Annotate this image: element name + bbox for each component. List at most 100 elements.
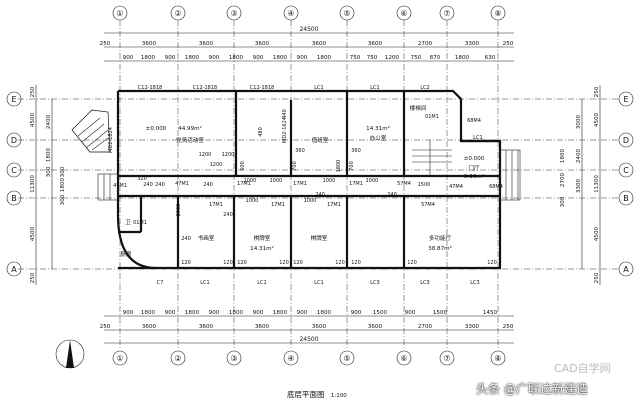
dim-right-misc: 300: [560, 196, 566, 207]
svg-text:1200: 1200: [199, 152, 212, 158]
room-name: 多功能厅: [429, 234, 452, 242]
dim-top-span: 3600: [312, 41, 327, 47]
window-tag: LC2: [420, 85, 429, 91]
dim-left-inner: 1800: [60, 177, 66, 192]
door-tag: 47M1: [175, 181, 189, 187]
door-tag: 17M1: [349, 181, 363, 187]
dim-top-detail: 750: [411, 55, 422, 61]
grid-label: ④: [287, 354, 294, 363]
svg-text:240: 240: [143, 182, 153, 188]
dim-top-detail: 750: [350, 55, 361, 61]
door-tag: 17M1: [209, 202, 223, 208]
window-tag: LC3: [470, 280, 479, 286]
window-labels: C12-1818 C12-1818 C12-1818 LC1 LC1 LC2 L…: [138, 85, 483, 286]
svg-text:360: 360: [295, 148, 305, 154]
dim-bottom-detail: 1800: [185, 310, 200, 316]
room-name: 棋牌室: [311, 234, 328, 242]
door-tag: 01M1: [133, 220, 147, 226]
grid-label: ①: [116, 354, 123, 363]
dim-bottom-span: 3300: [465, 324, 480, 330]
dim-bottom-detail: 900: [405, 310, 416, 316]
dim-bottom-span: 3600: [199, 324, 214, 330]
window-tag: LC1: [370, 85, 379, 91]
svg-text:120: 120: [335, 260, 345, 266]
room-area: 9.36m²: [464, 173, 484, 180]
door-tag: MD2-1824: [108, 127, 114, 153]
window-tag: LC3: [370, 280, 379, 286]
dim-top-detail: 900: [165, 55, 176, 61]
svg-text:480: 480: [258, 127, 264, 137]
window-tag: LC1: [314, 85, 323, 91]
dim-top-detail: 900: [209, 55, 220, 61]
room-name: 门厅: [468, 164, 480, 172]
elevation-mark: ±0.000: [146, 126, 167, 132]
grid-label: ①: [116, 9, 123, 18]
grid-label: ②: [174, 354, 181, 363]
stair-hatch: [71, 109, 452, 176]
grid-bubbles-right: E D C B A: [618, 91, 634, 277]
grid-label: ④: [287, 9, 294, 18]
dim-top-span: 3600: [199, 41, 214, 47]
dim-right-inner: 2700: [560, 172, 566, 187]
door-tag: 17M1: [237, 181, 251, 187]
room-name: 办公室: [370, 134, 387, 142]
dim-top-detail: 750: [367, 55, 378, 61]
dim-right-inner: 2400: [576, 148, 582, 163]
svg-text:120: 120: [351, 260, 361, 266]
dim-top-detail: 1800: [455, 55, 470, 61]
dim-top-span: 3600: [255, 41, 270, 47]
dim-bottom-span: 3600: [312, 324, 327, 330]
room-name: 党员活动室: [176, 136, 204, 144]
dim-top-detail: 1800: [229, 55, 244, 61]
window-tag: C12-1818: [138, 85, 162, 91]
svg-text:120: 120: [181, 260, 191, 266]
dim-top-end: 250: [100, 41, 111, 47]
dim-top-detail: 870: [430, 55, 441, 61]
grid-label: ⑦: [443, 354, 450, 363]
dim-left-outer: 4500: [30, 226, 36, 241]
watermark-toutiao: 头条 @广联达新建造: [476, 382, 588, 396]
grid-label: E: [623, 95, 628, 104]
svg-text:600: 600: [240, 161, 246, 171]
inner-dim-labels: 1200 1200 1200 1000 1000 1000 1000 1000 …: [137, 109, 497, 266]
grid-bubbles-top: ① ② ③ ④ ⑤ ⑥ ⑦ ⑧: [112, 5, 506, 21]
dim-right-outer: 250: [594, 86, 600, 97]
svg-text:240: 240: [203, 182, 213, 188]
dim-bottom-end: 250: [100, 324, 111, 330]
dim-left-outer: 4500: [30, 112, 36, 127]
dim-bottom-detail: 1800: [317, 310, 332, 316]
room-name: 值班室: [312, 136, 329, 144]
svg-text:1800: 1800: [336, 160, 342, 173]
dim-left-inner: 300: [46, 166, 52, 177]
dim-top-span: 2700: [418, 41, 433, 47]
svg-text:700: 700: [292, 161, 298, 171]
dim-top-end: 250: [503, 41, 514, 47]
dim-top-detail: 630: [485, 55, 496, 61]
door-tag: 68M4: [489, 184, 503, 190]
svg-text:240: 240: [181, 236, 191, 242]
door-tag: 57M4: [397, 181, 411, 187]
grid-label: ⑤: [343, 354, 350, 363]
svg-text:1000: 1000: [323, 178, 336, 184]
grid-label: ⑧: [494, 9, 501, 18]
grid-label: E: [11, 95, 16, 104]
dim-left-inner: 300: [60, 166, 66, 177]
watermark-cad: CAD自学网: [554, 362, 611, 375]
svg-text:240: 240: [315, 192, 325, 198]
dim-top-span: 3600: [368, 41, 383, 47]
svg-text:240: 240: [223, 212, 233, 218]
vertical-axis-lines: [119, 20, 499, 350]
grid-label: ③: [230, 9, 237, 18]
svg-text:120: 120: [223, 260, 233, 266]
dim-bottom-detail: 1800: [229, 310, 244, 316]
left-entrance-steps: [97, 173, 119, 201]
dim-left-inner: 1800: [46, 147, 52, 162]
right-dimensions: 250 4500 11300 4500 250 3000 2400 3300 2…: [560, 85, 601, 285]
interior-walls: [118, 91, 500, 268]
dim-bottom-detail: 900: [253, 310, 264, 316]
exterior-walls: [116, 89, 502, 270]
grid-label: D: [623, 136, 629, 145]
window-tag: LC1: [257, 280, 266, 286]
drawing-title: 底层平面图 1:100: [287, 389, 347, 400]
room-name: 棋牌室: [254, 234, 271, 242]
